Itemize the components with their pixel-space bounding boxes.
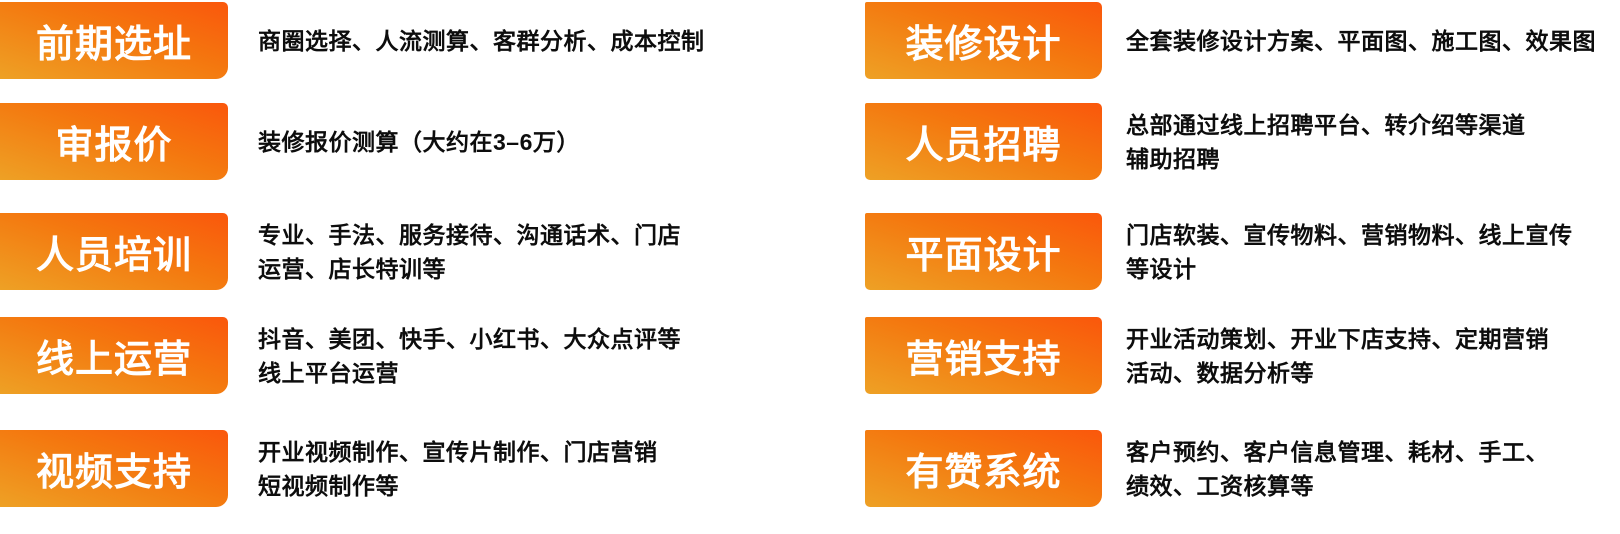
item-description: 门店软装、宣传物料、营销物料、线上宣传 等设计	[1126, 221, 1573, 282]
item-description: 全套装修设计方案、平面图、施工图、效果图	[1126, 27, 1596, 54]
item-badge: 审报价	[0, 103, 228, 180]
item-badge: 装修设计	[865, 2, 1102, 79]
item-badge: 平面设计	[865, 213, 1102, 290]
item-description: 抖音、美团、快手、小红书、大众点评等 线上平台运营	[258, 325, 681, 386]
item-badge-label: 装修设计	[905, 24, 1062, 66]
item-description: 总部通过线上招聘平台、转介绍等渠道 辅助招聘	[1126, 111, 1526, 172]
item-youzan-system: 有赞系统 客户预约、客户信息管理、耗材、手工、 绩效、工资核算等	[865, 430, 1606, 507]
item-site-selection: 前期选址 商圈选择、人流测算、客群分析、成本控制	[0, 2, 738, 79]
item-badge-label: 视频支持	[35, 452, 192, 494]
item-badge-label: 审报价	[55, 125, 173, 167]
item-online-operation: 线上运营 抖音、美团、快手、小红书、大众点评等 线上平台运营	[0, 317, 738, 394]
item-badge-label: 人员招聘	[905, 125, 1062, 167]
item-badge-label: 人员培训	[35, 235, 192, 277]
item-description: 开业活动策划、开业下店支持、定期营销 活动、数据分析等	[1126, 325, 1549, 386]
item-badge-label: 平面设计	[905, 235, 1062, 277]
item-description: 专业、手法、服务接待、沟通话术、门店 运营、店长特训等	[258, 221, 681, 282]
item-badge: 人员培训	[0, 213, 228, 290]
item-recruitment: 人员招聘 总部通过线上招聘平台、转介绍等渠道 辅助招聘	[865, 103, 1606, 180]
item-badge: 前期选址	[0, 2, 228, 79]
item-badge: 线上运营	[0, 317, 228, 394]
item-badge: 视频支持	[0, 430, 228, 507]
item-badge: 有赞系统	[865, 430, 1102, 507]
item-badge-label: 前期选址	[35, 24, 192, 66]
item-staff-training: 人员培训 专业、手法、服务接待、沟通话术、门店 运营、店长特训等	[0, 213, 738, 290]
item-description: 装修报价测算（大约在3–6万）	[258, 128, 580, 155]
item-video-support: 视频支持 开业视频制作、宣传片制作、门店营销 短视频制作等	[0, 430, 738, 507]
item-description: 客户预约、客户信息管理、耗材、手工、 绩效、工资核算等	[1126, 438, 1549, 499]
item-badge: 营销支持	[865, 317, 1102, 394]
item-graphic-design: 平面设计 门店软装、宣传物料、营销物料、线上宣传 等设计	[865, 213, 1606, 290]
item-marketing-support: 营销支持 开业活动策划、开业下店支持、定期营销 活动、数据分析等	[865, 317, 1606, 394]
item-badge-label: 营销支持	[905, 339, 1062, 381]
item-description: 开业视频制作、宣传片制作、门店营销 短视频制作等	[258, 438, 658, 499]
item-description: 商圈选择、人流测算、客群分析、成本控制	[258, 27, 705, 54]
item-badge-label: 线上运营	[35, 339, 192, 381]
item-quote-review: 审报价 装修报价测算（大约在3–6万）	[0, 103, 738, 180]
item-badge: 人员招聘	[865, 103, 1102, 180]
item-renovation-design: 装修设计 全套装修设计方案、平面图、施工图、效果图	[865, 2, 1606, 79]
item-badge-label: 有赞系统	[905, 452, 1062, 494]
